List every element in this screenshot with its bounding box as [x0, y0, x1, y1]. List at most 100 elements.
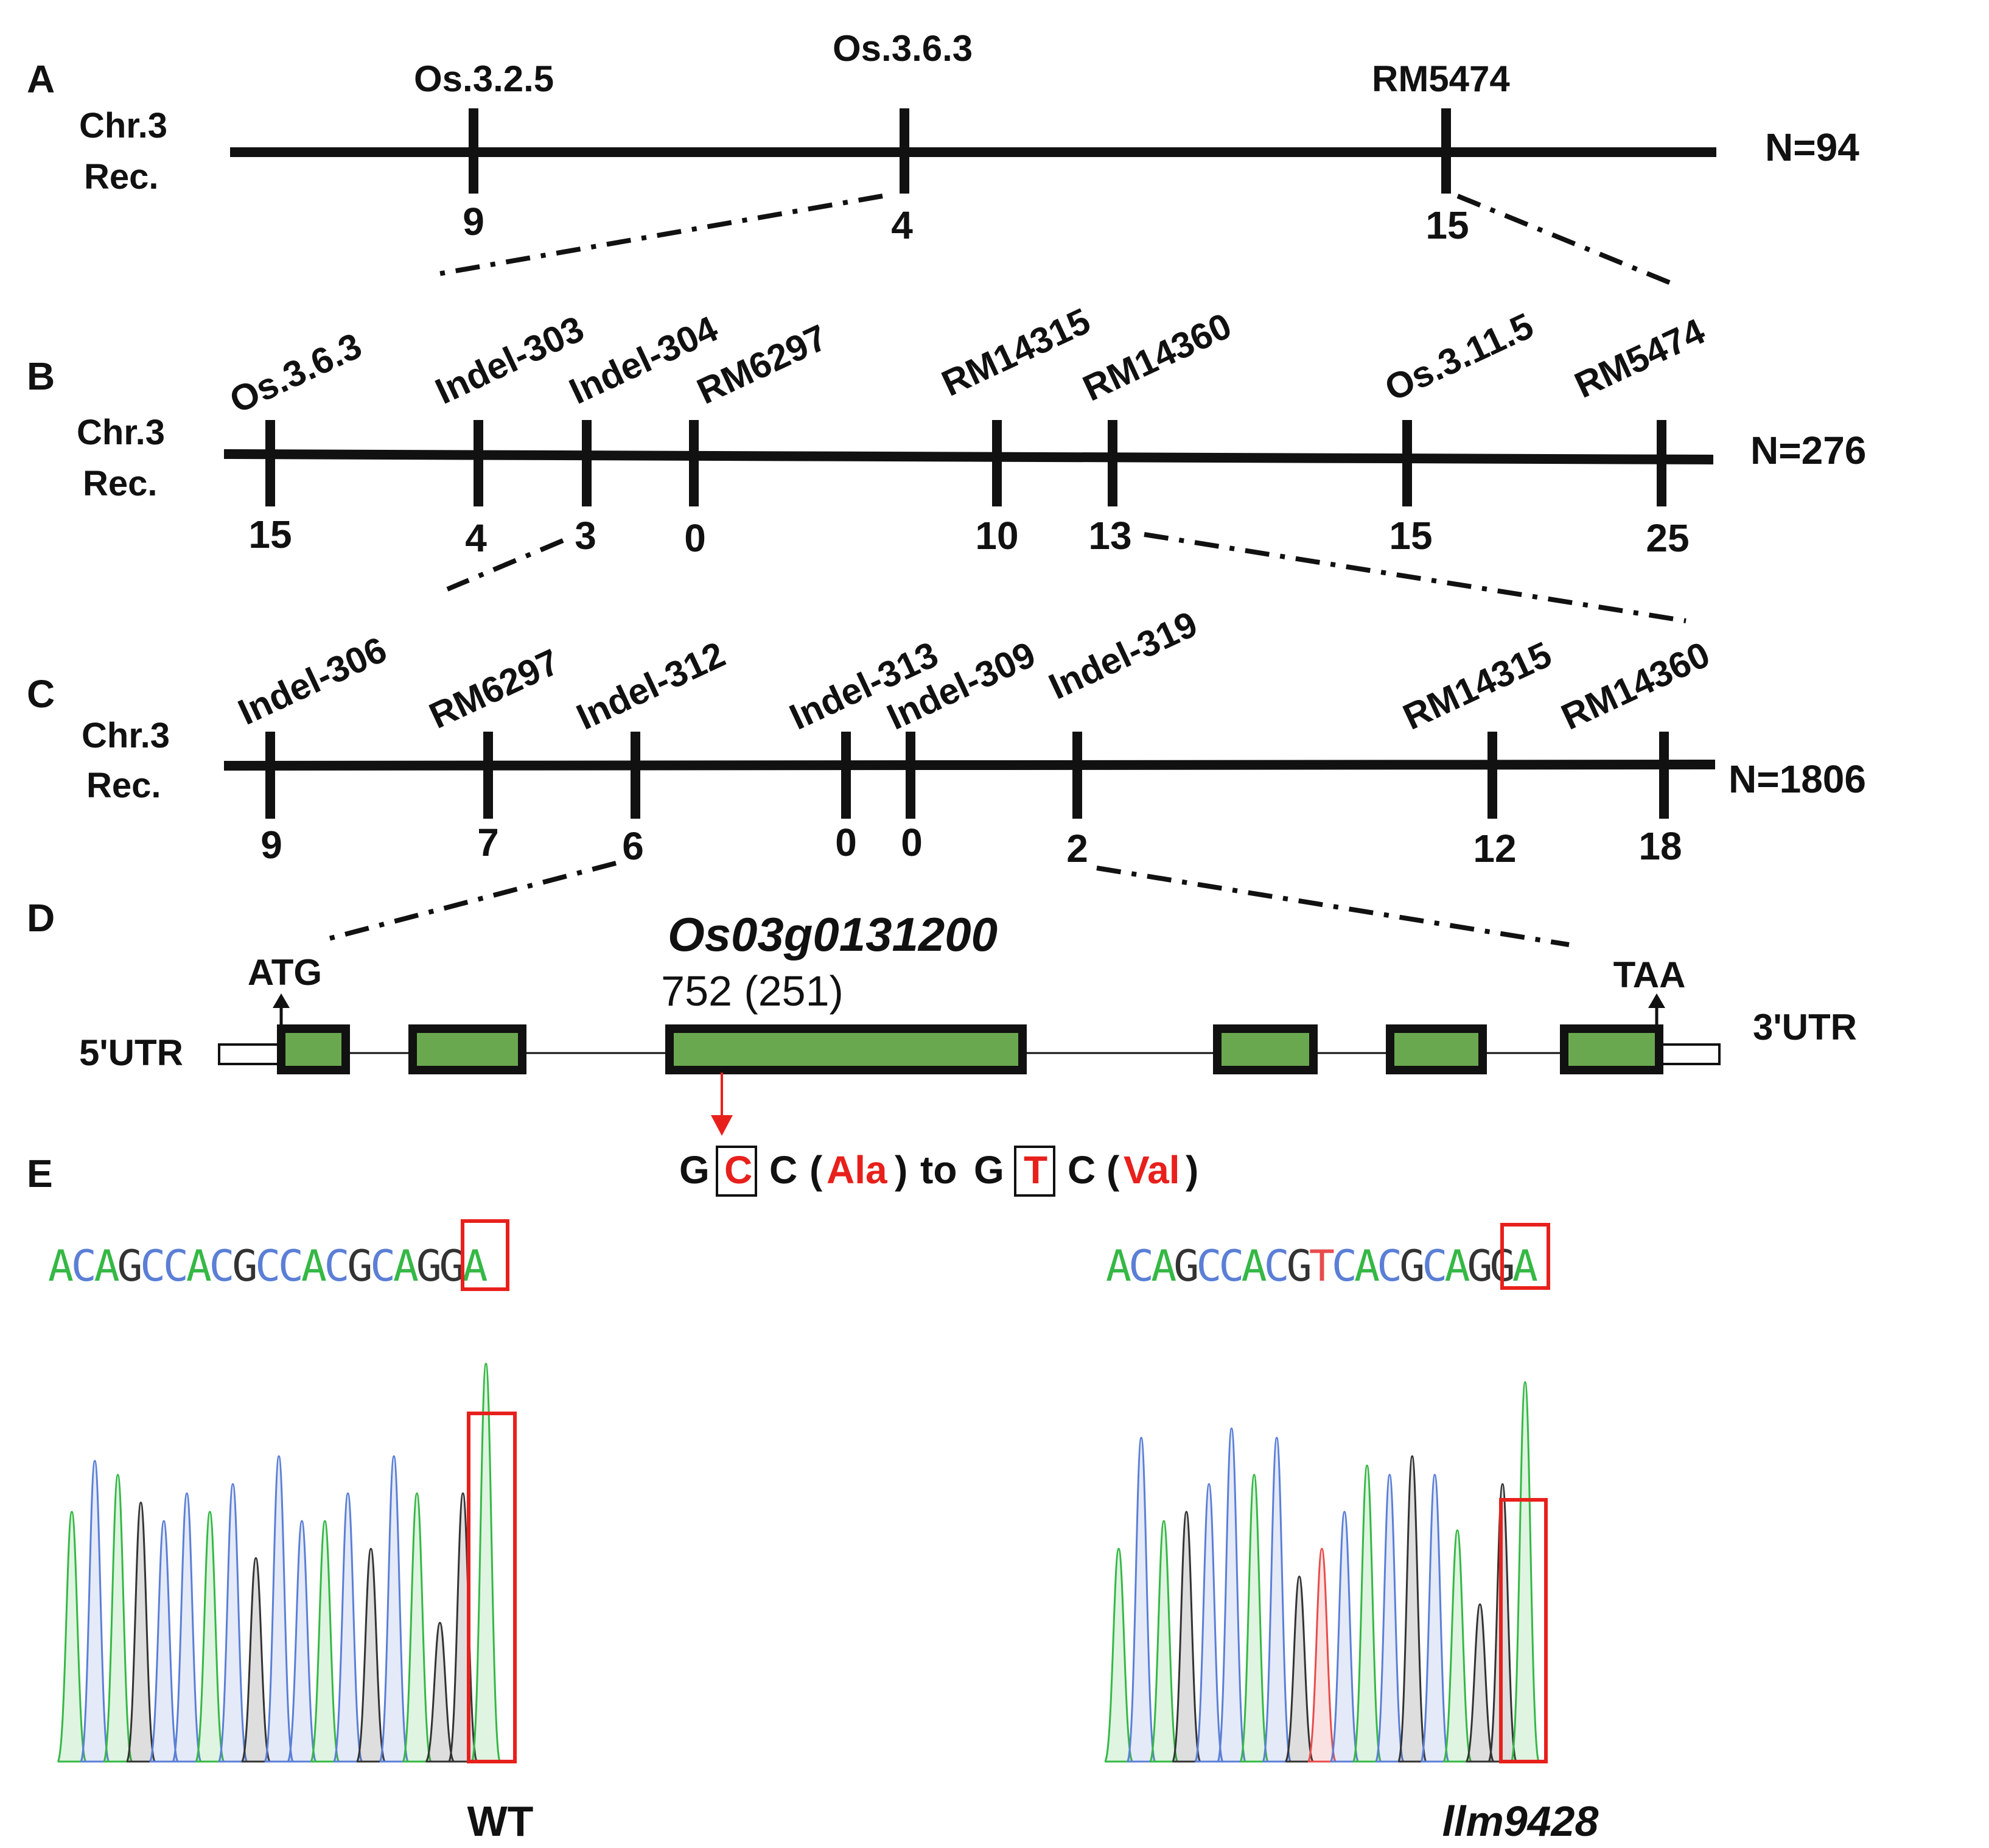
wt-base-letter: G: [439, 1241, 465, 1291]
recombinant-count: 7: [477, 821, 499, 864]
mutant-base-letter: C: [1128, 1241, 1154, 1291]
to-text: to: [920, 1148, 957, 1192]
wt-peaks: [57, 1362, 502, 1763]
zoom-line: [1096, 866, 1570, 947]
mutant-base: T: [1024, 1148, 1047, 1192]
wt-base-letter: G: [117, 1241, 142, 1291]
mutant-base-letter: C: [1332, 1241, 1357, 1291]
rec-label-a: Rec.: [84, 157, 159, 197]
marker-label: Indel-303: [429, 308, 590, 412]
wt-base-letter: C: [140, 1241, 166, 1291]
mutant-peak-highlight: [1499, 1498, 1548, 1763]
wt-label: WT: [467, 1797, 534, 1845]
wt-peak: [424, 1622, 455, 1763]
stop-codon-label: TAA: [1613, 954, 1686, 995]
paren: (: [1106, 1148, 1120, 1192]
recombinant-count: 15: [248, 513, 292, 556]
wt-peak: [125, 1501, 156, 1763]
marker-label: RM14360: [1555, 634, 1716, 738]
wt-base-letter: C: [209, 1241, 235, 1291]
paren: (: [809, 1148, 823, 1192]
mutant-base-letter: G: [1467, 1241, 1493, 1291]
panel-a-map: Chr.3 Rec. Os.3.2.5 Os.3.6.3 RM5474 9 4 …: [79, 28, 1859, 247]
wt-base-letter: C: [278, 1241, 304, 1291]
wt-base-letter: A: [462, 1241, 488, 1291]
wt-base-letter: G: [232, 1241, 257, 1291]
mutation-position: 752 (251): [661, 967, 844, 1015]
panel-label-a: A: [27, 57, 55, 101]
base-box: [716, 1146, 757, 1197]
exon-3: [665, 1024, 1027, 1074]
wt-base-letter: A: [94, 1241, 120, 1291]
panel-c-map: Chr.3 Rec. Indel-306 RM6297 Indel-312 In…: [82, 603, 1866, 870]
wt-base: C: [724, 1148, 752, 1192]
wt-peak: [79, 1460, 110, 1763]
mutant-base-letter: A: [1151, 1241, 1176, 1291]
wt-peak: [309, 1520, 340, 1763]
wt-peak: [57, 1511, 87, 1763]
start-codon-label: ATG: [248, 952, 322, 993]
utr5-box: [218, 1043, 281, 1065]
mutant-base-letter: C: [1264, 1241, 1290, 1291]
wt-peak: [355, 1547, 386, 1763]
mutant-sequence-highlight: [1500, 1223, 1550, 1290]
marker-label: Os.3.2.5: [414, 58, 554, 99]
zoom-line: [1456, 194, 1672, 285]
mutant-peak: [1171, 1511, 1201, 1763]
recombinant-count: 10: [975, 514, 1018, 558]
mutation-arrow-head: [711, 1115, 733, 1136]
recombinant-count: 18: [1638, 824, 1682, 868]
mutant-base-letter: A: [1242, 1241, 1267, 1291]
wt-peak: [287, 1520, 317, 1763]
recombinant-count: 6: [622, 824, 644, 868]
wt-peak: [102, 1474, 133, 1763]
wt-peak: [332, 1492, 363, 1763]
mutant-peaks: [1103, 1381, 1540, 1763]
mutant-peak: [1374, 1474, 1405, 1763]
chr-label-c: Chr.3: [82, 716, 170, 755]
mutant-peak: [1307, 1547, 1337, 1763]
wt-base-letter: A: [48, 1241, 74, 1291]
mutant-base-letter: A: [1354, 1241, 1380, 1291]
mutant-base-letter: C: [1196, 1241, 1222, 1291]
chr-label-a: Chr.3: [79, 106, 167, 145]
mutant-peak: [1397, 1455, 1427, 1763]
panel-d-gene-model: Os03g0131200 752 (251) ATG TAA 5'UTR 3'U…: [79, 908, 1857, 1197]
exon-6: [1560, 1024, 1663, 1074]
marker-label: RM14315: [1397, 634, 1557, 738]
zoom-line: [327, 861, 617, 941]
mutant-base-letter: A: [1106, 1241, 1131, 1291]
marker-label: Os.3.6.3: [223, 325, 368, 421]
mutant-base-letter: T: [1309, 1241, 1335, 1291]
mut-amino-acid: Val: [1124, 1148, 1180, 1192]
mutant-base-letter: G: [1287, 1241, 1312, 1291]
exon-2: [408, 1024, 526, 1074]
wt-base-letter: C: [255, 1241, 281, 1291]
mutant-base-letter: C: [1218, 1241, 1244, 1291]
wt-peak: [172, 1492, 202, 1763]
mutant-peak: [1442, 1529, 1472, 1763]
gene-id: Os03g0131200: [668, 908, 998, 961]
marker-label: RM5474: [1372, 58, 1510, 99]
mutant-base-letter: G: [1173, 1241, 1199, 1291]
recombinant-count: 3: [575, 514, 596, 558]
mutant-peak: [1465, 1603, 1495, 1763]
recombinant-count: 4: [891, 203, 913, 247]
wt-peak: [402, 1492, 432, 1763]
mutant-peak: [1239, 1474, 1270, 1763]
mutant-peak: [1329, 1511, 1360, 1763]
marker-label: Indel-319: [1043, 603, 1203, 707]
wt-peak: [470, 1362, 502, 1763]
wt-base-letter: A: [301, 1241, 327, 1291]
rec-label-b: Rec.: [83, 464, 158, 503]
mutant-base-letter: C: [1377, 1241, 1402, 1291]
zoom-line: [446, 538, 564, 592]
marker-label: RM14360: [1077, 305, 1237, 409]
wt-base-letter: C: [163, 1241, 189, 1291]
wt-peak: [379, 1455, 410, 1763]
panel-label-d: D: [27, 896, 55, 940]
codon-text: C: [769, 1148, 797, 1192]
